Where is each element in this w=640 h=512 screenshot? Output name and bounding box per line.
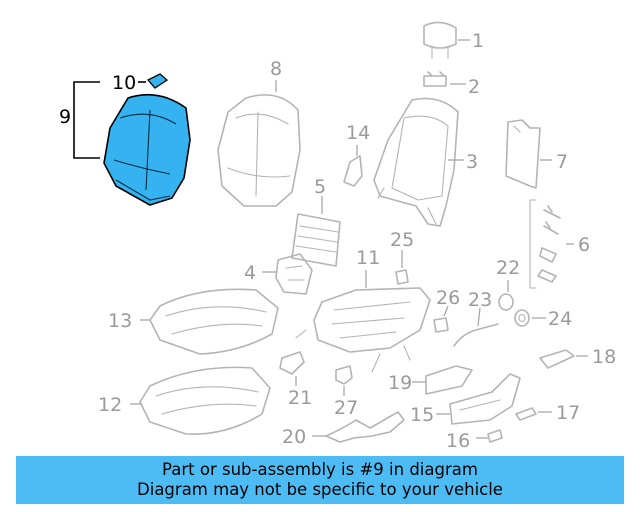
part-13-cushion-trim[interactable]	[149, 288, 279, 355]
callout-22[interactable]: 22	[496, 257, 520, 279]
callout-6[interactable]: 6	[578, 234, 590, 256]
part-20-harness[interactable]	[325, 411, 405, 443]
callout-24[interactable]: 24	[548, 308, 572, 330]
part-17-switch-knob[interactable]	[515, 407, 537, 421]
part-8-seatback-trim[interactable]	[217, 94, 301, 207]
callout-8[interactable]: 8	[270, 58, 282, 80]
callout-5[interactable]: 5	[314, 176, 326, 198]
callout-1[interactable]: 1	[472, 30, 484, 52]
part-12-cushion-pad[interactable]	[139, 366, 271, 435]
part-5-lumbar-support[interactable]	[291, 213, 341, 267]
callout-20[interactable]: 20	[282, 426, 306, 448]
callout-17[interactable]: 17	[556, 402, 580, 424]
info-banner: Part or sub-assembly is #9 in diagram Di…	[16, 456, 624, 504]
part-9-seatback-cover[interactable]	[103, 93, 191, 206]
callout-2[interactable]: 2	[468, 76, 480, 98]
callout-26-leader	[443, 305, 449, 317]
callout-26[interactable]: 26	[436, 287, 460, 309]
callout-18[interactable]: 18	[592, 346, 616, 368]
part-7-back-panel[interactable]	[505, 119, 541, 189]
callout-10[interactable]: 10	[112, 72, 136, 94]
part-26-clip[interactable]	[433, 317, 449, 333]
part-6-clip-set[interactable]	[529, 199, 561, 289]
part-18-end-cap[interactable]	[539, 349, 575, 369]
callout-7[interactable]: 7	[556, 151, 568, 173]
callout-27[interactable]: 27	[334, 397, 358, 419]
callout-15[interactable]: 15	[410, 404, 434, 426]
callout-25[interactable]: 25	[390, 229, 414, 251]
part-16-small-knob[interactable]	[487, 429, 503, 443]
callout-11[interactable]: 11	[356, 247, 380, 269]
seat-parts-diagram: 9 10 8 1 2 3 14 7 5	[59, 21, 616, 452]
part-25-switch[interactable]	[395, 269, 409, 285]
callout-12[interactable]: 12	[98, 394, 122, 416]
part-24-gear[interactable]	[514, 309, 530, 327]
part-1-headrest[interactable]	[423, 21, 457, 59]
part-14-bracket[interactable]	[343, 155, 363, 187]
part-15-side-shield[interactable]	[449, 373, 521, 425]
callout-23-leader	[477, 307, 481, 327]
part-27-hook[interactable]	[335, 365, 353, 385]
part-22-knob[interactable]	[498, 293, 514, 311]
callout-23[interactable]: 23	[468, 289, 492, 311]
callout-16[interactable]: 16	[446, 430, 470, 452]
part-4-adjuster-bracket[interactable]	[275, 253, 313, 295]
callout-19[interactable]: 19	[388, 372, 412, 394]
part-23-cable[interactable]	[453, 323, 499, 347]
callout-14[interactable]: 14	[346, 122, 370, 144]
banner-line-2: Diagram may not be specific to your vehi…	[137, 480, 503, 499]
part-10-headrest-cap[interactable]	[146, 73, 169, 89]
callout-9[interactable]: 9	[59, 106, 71, 128]
part-19-inner-cover[interactable]	[425, 365, 473, 395]
callout-21[interactable]: 21	[288, 387, 312, 409]
callout-4[interactable]: 4	[244, 262, 256, 284]
part-11-cushion-frame[interactable]	[295, 287, 431, 373]
callout-13[interactable]: 13	[108, 310, 132, 332]
part-21-lever[interactable]	[279, 351, 305, 375]
part-3-seatback-frame[interactable]	[373, 97, 459, 227]
callout-9-bracket	[73, 81, 100, 159]
banner-line-1: Part or sub-assembly is #9 in diagram	[162, 460, 478, 479]
part-2-headrest-guide[interactable]	[423, 71, 447, 87]
callout-3[interactable]: 3	[466, 151, 478, 173]
